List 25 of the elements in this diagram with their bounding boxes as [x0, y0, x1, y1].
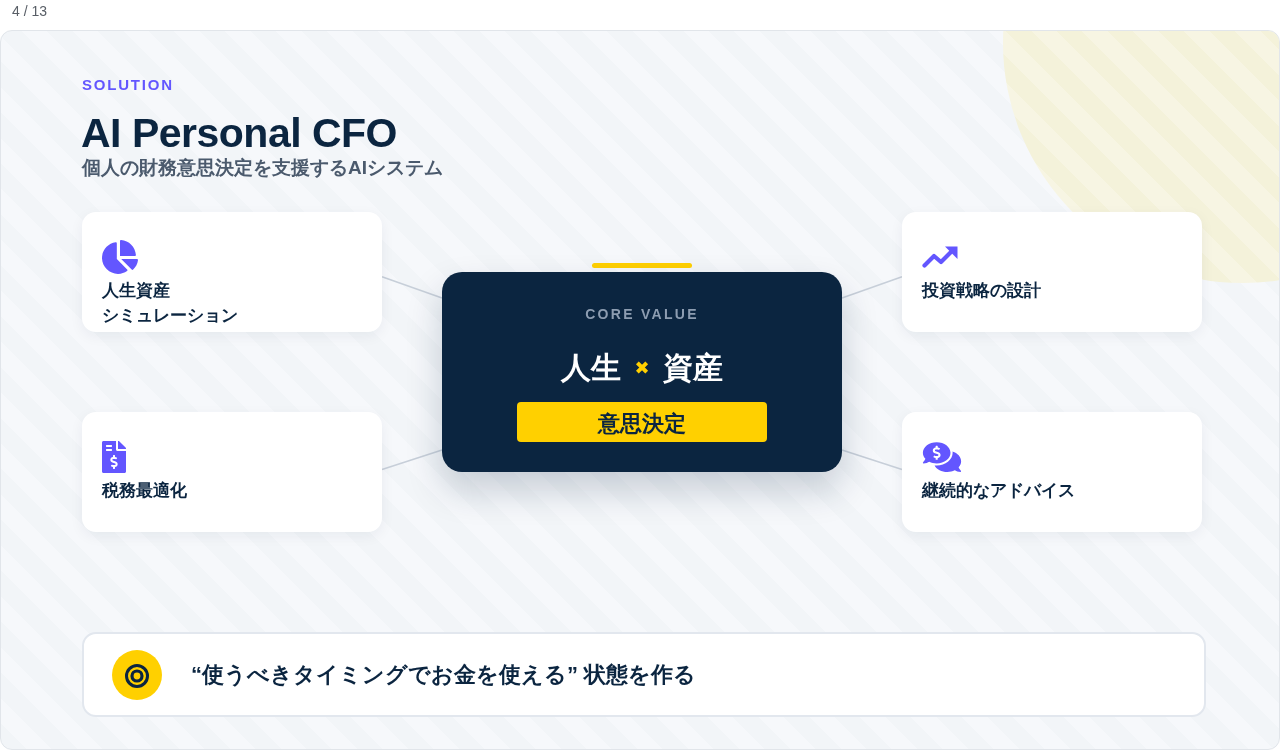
highlight-band — [517, 402, 767, 442]
feature-title: 継続的なアドバイス — [922, 480, 1075, 502]
decision-label: 意思決定 — [598, 410, 686, 438]
connector-line — [381, 276, 443, 299]
feature-title: 人生資産シミュレーション — [102, 280, 238, 327]
section-label: SOLUTION — [82, 76, 174, 94]
headline-word: 資産 — [662, 350, 723, 386]
statement-text: “使うべきタイミングでお金を使える” 状態を作る — [191, 660, 697, 689]
slide-subtitle: 個人の財務意思決定を支援するAIシステム — [82, 156, 443, 180]
feature-card — [902, 212, 1202, 332]
feature-title: 税務最適化 — [102, 480, 187, 502]
feature-card — [82, 412, 382, 532]
connector-line — [841, 449, 903, 471]
feature-card — [902, 412, 1202, 532]
core-value-card — [442, 272, 842, 472]
feature-title: 投資戦略の設計 — [922, 280, 1041, 302]
connector-line — [381, 449, 443, 471]
feature-card — [82, 212, 382, 332]
statement-banner — [82, 632, 1206, 717]
core-value-label: CORE VALUE — [584, 305, 700, 323]
times-symbol: ✖ — [634, 357, 650, 379]
headline-word: 人生 — [561, 350, 622, 386]
page-counter: 4 / 13 — [12, 2, 48, 20]
connector-line — [841, 276, 903, 299]
slide-title: AI Personal CFO — [81, 111, 397, 155]
